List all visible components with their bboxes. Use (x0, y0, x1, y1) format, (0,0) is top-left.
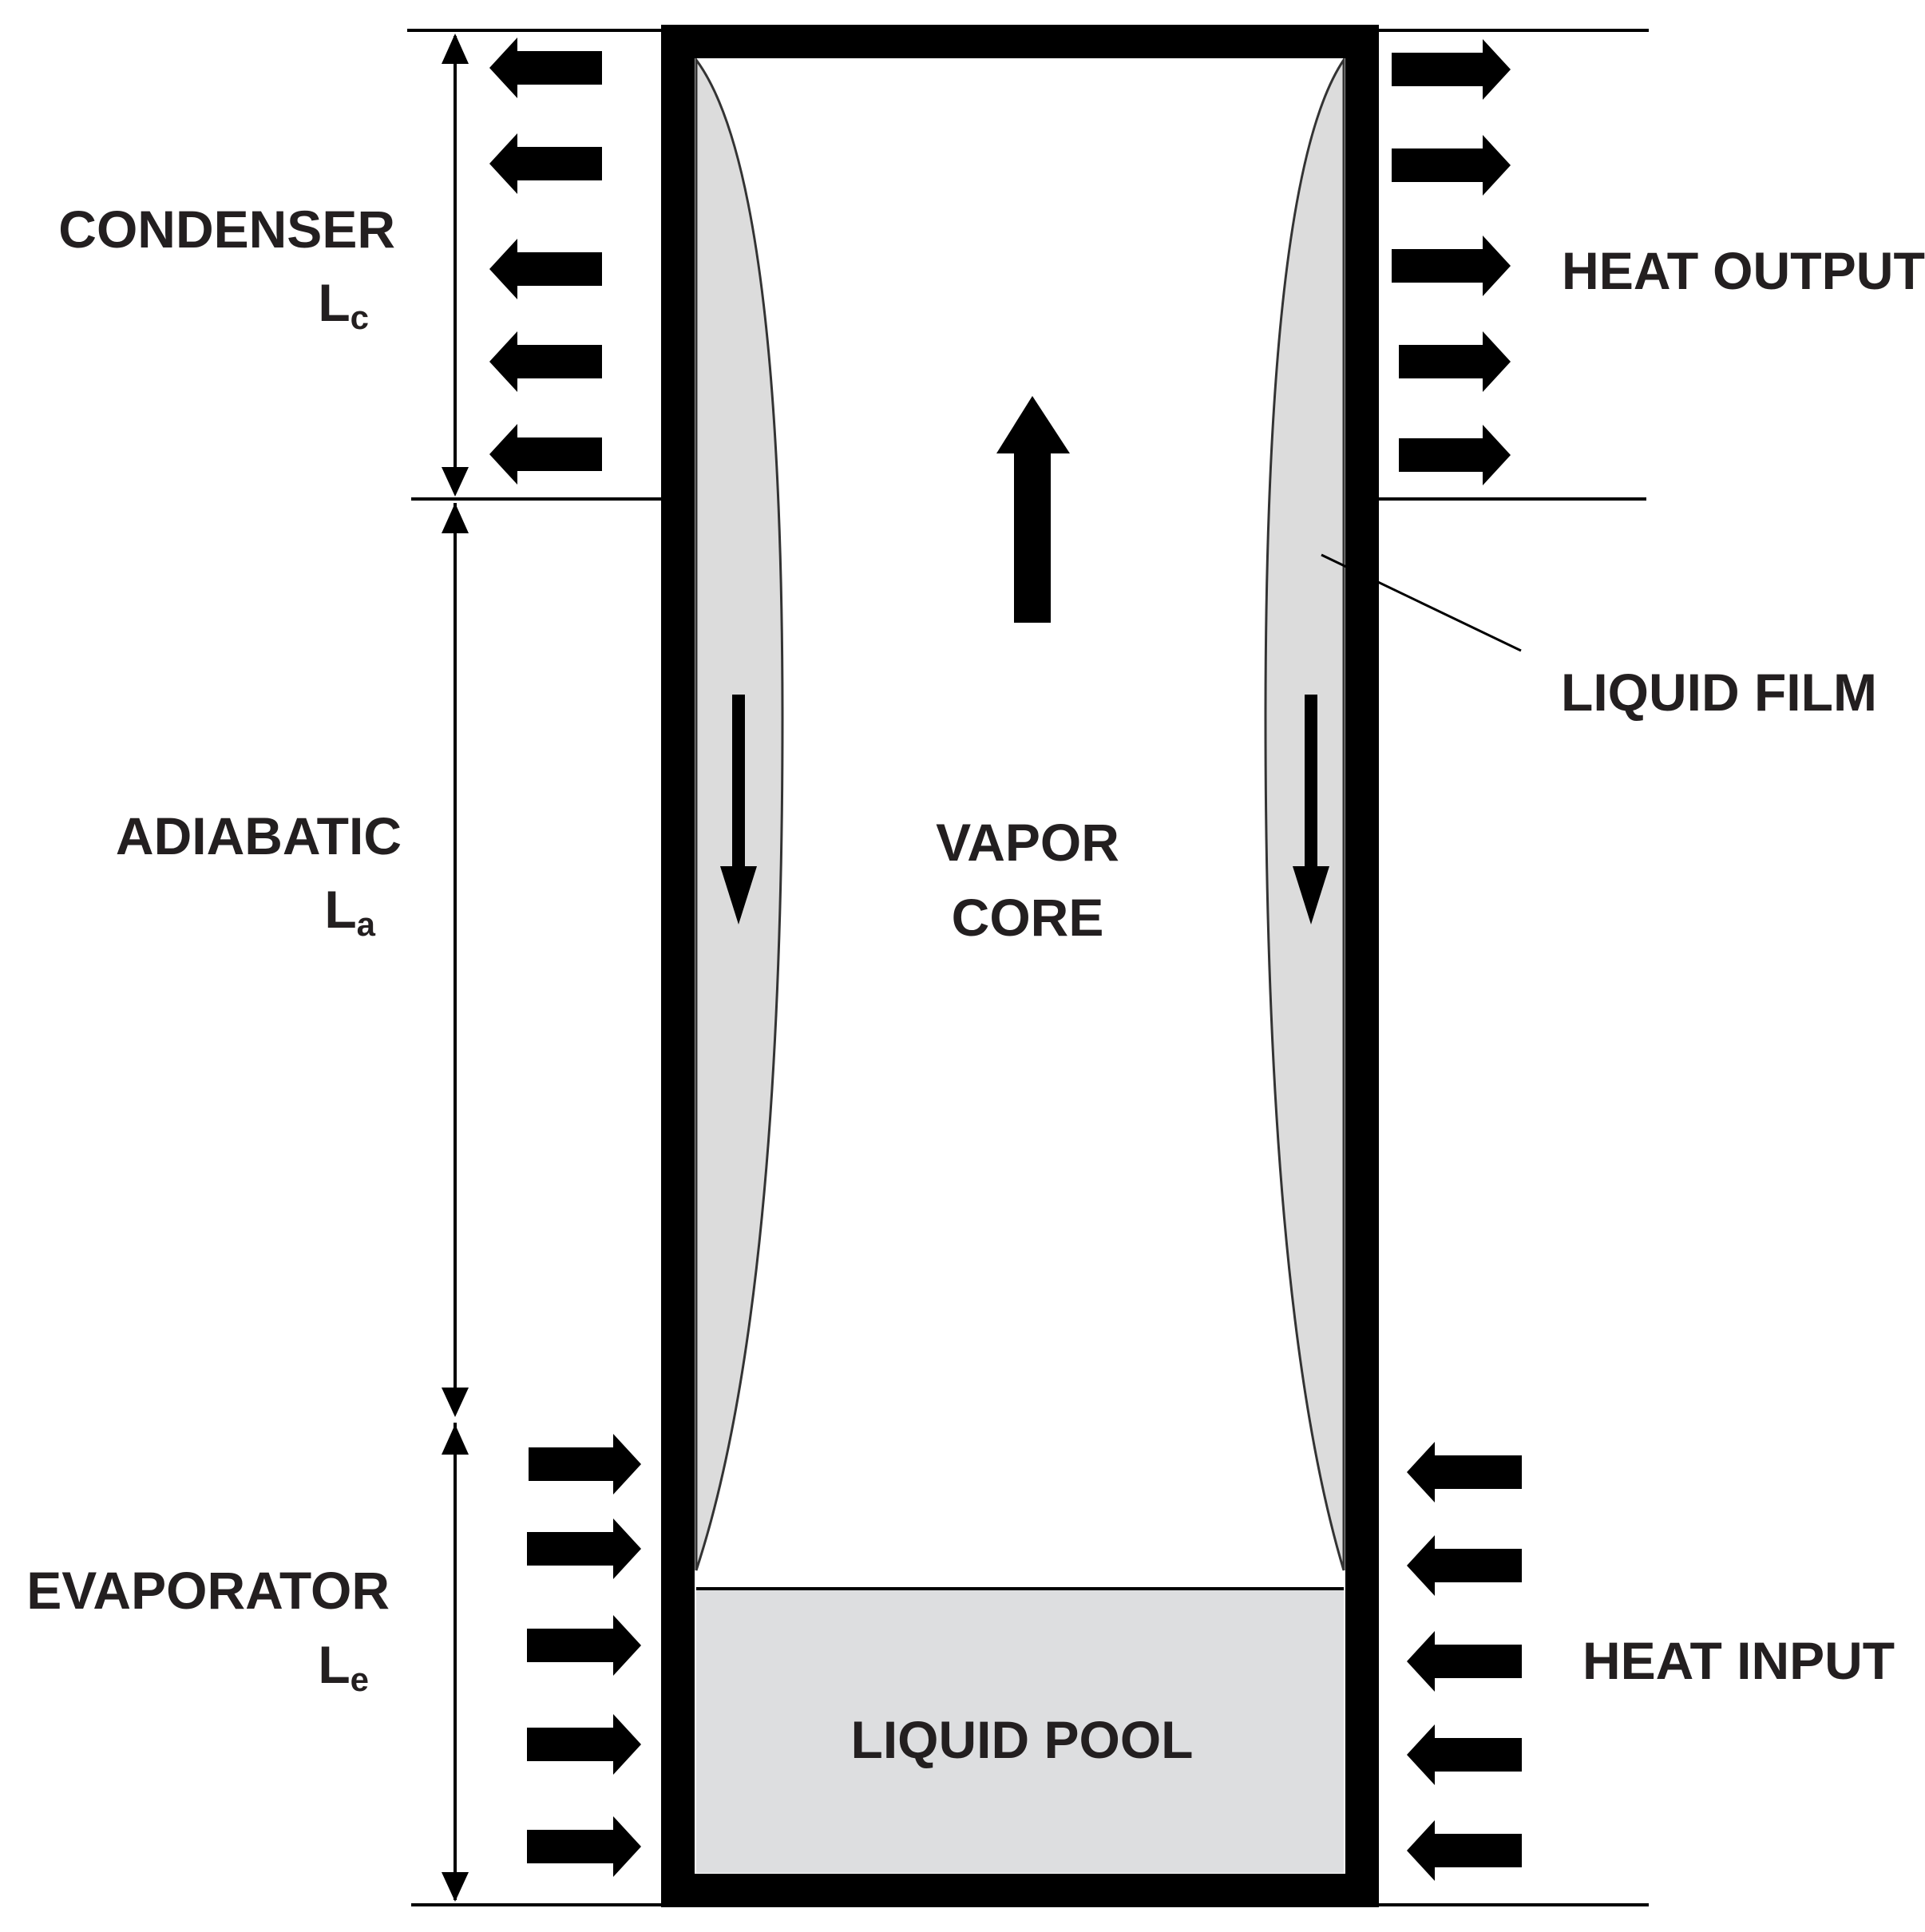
right-arrow-icon (1399, 425, 1511, 485)
adiabatic-label: ADIABATIC (116, 806, 402, 865)
liquid-film-label: LIQUID FILM (1561, 663, 1877, 722)
vapor-core-label-line1: VAPOR (936, 813, 1119, 872)
condenser-heat-arrows-left (489, 38, 602, 485)
adiabatic-dimension-arrow-top (442, 503, 469, 533)
left-arrow-icon (1407, 1724, 1522, 1785)
left-arrow-icon (489, 424, 602, 485)
heat-input-label: HEAT INPUT (1582, 1631, 1895, 1690)
heat-input-arrows (1407, 1442, 1522, 1881)
right-arrow-icon (1399, 331, 1511, 392)
right-arrow-icon (529, 1434, 641, 1495)
heat-pipe-wall (661, 25, 1379, 1907)
evaporator-length-label: Le (318, 1635, 369, 1698)
left-arrow-icon (489, 38, 602, 98)
condenser-dimension-arrow-bottom (442, 467, 469, 497)
evaporator-label: EVAPORATOR (26, 1561, 390, 1620)
evaporator-dimension-arrow-bottom (442, 1872, 469, 1902)
right-arrow-icon (527, 1615, 641, 1676)
right-arrow-icon (527, 1714, 641, 1775)
liquid-pool (696, 1589, 1344, 1873)
liquid-return-arrow-left (720, 695, 757, 924)
condenser-length-label: Lc (318, 273, 369, 336)
dimension-lines (442, 34, 469, 1902)
vapor-flow-arrow (996, 396, 1070, 623)
left-arrow-icon (489, 331, 602, 392)
liquid-film-leader-line (1321, 553, 1522, 652)
left-arrow-icon (1407, 1631, 1522, 1692)
right-arrow-icon (1392, 39, 1511, 100)
condenser-dimension-arrow-top (442, 34, 469, 64)
left-arrow-icon (1407, 1535, 1522, 1596)
heat-output-label: HEAT OUTPUT (1562, 241, 1925, 300)
section-boundary-lines (407, 29, 1649, 1906)
condenser-label: CONDENSER (58, 200, 395, 259)
left-arrow-icon (489, 239, 602, 299)
right-arrow-icon (527, 1816, 641, 1877)
left-arrow-icon (1407, 1442, 1522, 1502)
left-arrow-icon (1407, 1820, 1522, 1881)
left-arrow-icon (489, 133, 602, 194)
vapor-core-label-line2: CORE (952, 888, 1104, 947)
liquid-return-arrow-right (1293, 695, 1329, 924)
heat-output-arrows (1392, 39, 1511, 485)
right-arrow-icon (1392, 135, 1511, 196)
adiabatic-dimension-arrow-bottom (442, 1388, 469, 1417)
adiabatic-dimension-line (454, 503, 457, 1393)
condenser-dimension-line (454, 36, 457, 491)
evaporator-dimension-arrow-top (442, 1424, 469, 1455)
evaporator-heat-arrows-left (527, 1434, 641, 1877)
adiabatic-length-label: La (324, 880, 375, 943)
liquid-pool-label: LIQUID POOL (851, 1710, 1194, 1769)
right-arrow-icon (527, 1518, 641, 1579)
evaporator-dimension-line (454, 1423, 457, 1900)
right-arrow-icon (1392, 236, 1511, 296)
